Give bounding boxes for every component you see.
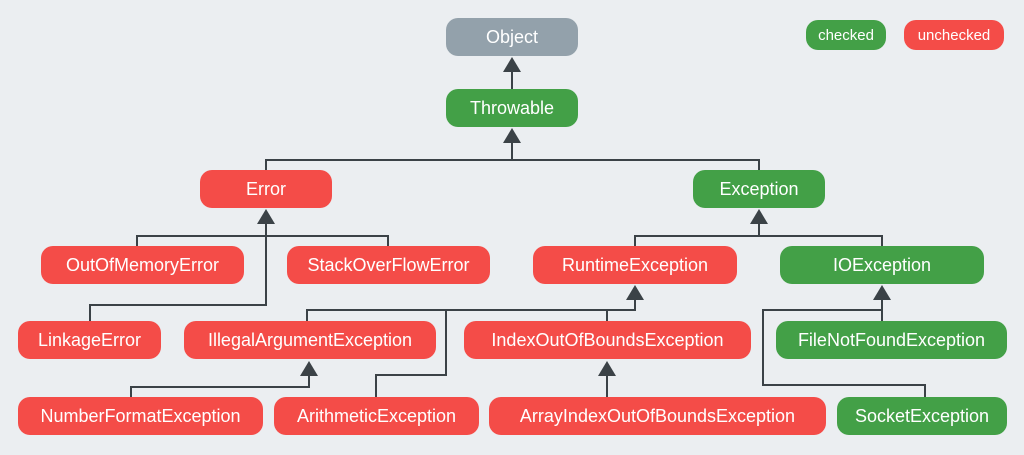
arrowhead-index-out-of-bounds xyxy=(598,361,616,376)
legend-unchecked: unchecked xyxy=(904,20,1004,50)
node-socket-exception: SocketException xyxy=(837,397,1007,435)
arrowhead-runtime-exception xyxy=(626,285,644,300)
node-index-out-of-bounds-exception: IndexOutOfBoundsException xyxy=(464,321,751,359)
node-error: Error xyxy=(200,170,332,208)
node-runtime-exception: RuntimeException xyxy=(533,246,737,284)
edge-illegal-argument-runtime xyxy=(306,298,636,321)
node-object: Object xyxy=(446,18,578,56)
edge-error-children-bus xyxy=(136,235,389,246)
node-io-exception: IOException xyxy=(780,246,984,284)
node-stack-over-flow-error: StackOverFlowError xyxy=(287,246,490,284)
node-linkage-error: LinkageError xyxy=(18,321,161,359)
arrowhead-io-exception xyxy=(873,285,891,300)
arrowhead-exception xyxy=(750,209,768,224)
edge-arithmetic-runtime xyxy=(375,310,447,397)
node-array-index-out-of-bounds-exception: ArrayIndexOutOfBoundsException xyxy=(489,397,826,435)
arrowhead-illegal-argument xyxy=(300,361,318,376)
edge-socket-io xyxy=(762,309,926,397)
legend-checked: checked xyxy=(806,20,886,50)
node-exception: Exception xyxy=(693,170,825,208)
arrowhead-throwable xyxy=(503,128,521,143)
arrowhead-object xyxy=(503,57,521,72)
node-out-of-memory-error: OutOfMemoryError xyxy=(41,246,244,284)
node-illegal-argument-exception: IllegalArgumentException xyxy=(184,321,436,359)
node-file-not-found-exception: FileNotFoundException xyxy=(776,321,1007,359)
node-number-format-exception: NumberFormatException xyxy=(18,397,263,435)
edge-error-exception-bus xyxy=(265,159,760,170)
edge-exception-children-bus xyxy=(634,235,883,246)
node-throwable: Throwable xyxy=(446,89,578,127)
edge-number-format-illegal-argument xyxy=(130,374,310,397)
edge-linkage-error xyxy=(89,222,267,321)
node-arithmetic-exception: ArithmeticException xyxy=(274,397,479,435)
arrowhead-error xyxy=(257,209,275,224)
